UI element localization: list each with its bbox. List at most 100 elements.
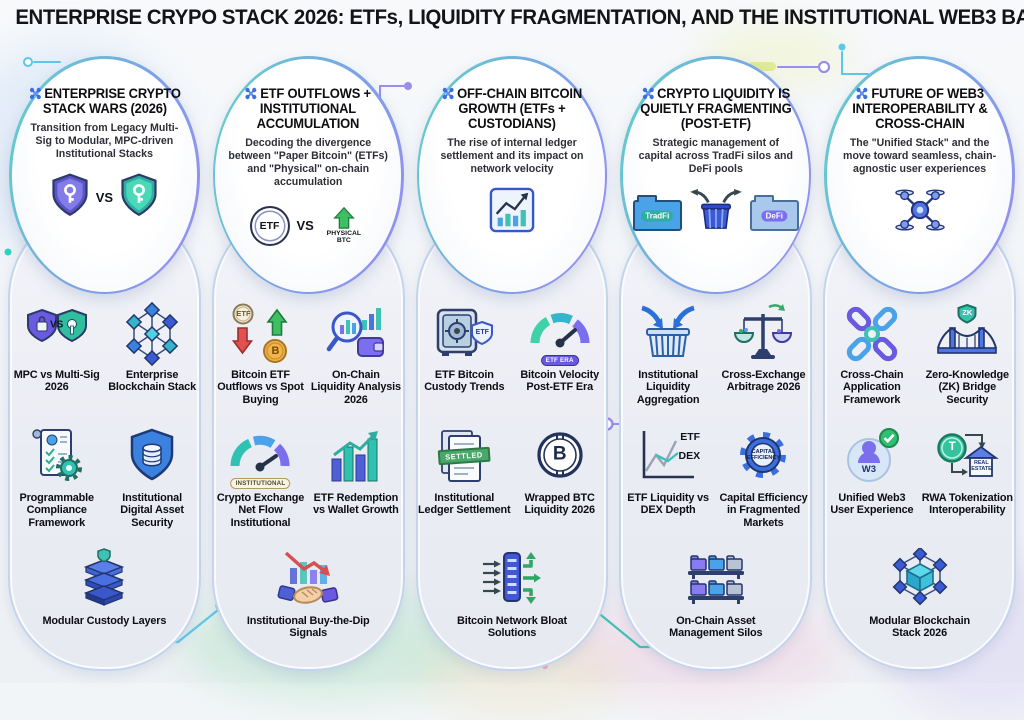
unified-stack-drone-icon xyxy=(894,185,945,240)
defi-label: DeFi xyxy=(761,210,787,222)
column-header: ENTERPRISE CRYPTO STACK WARS (2026) Tran… xyxy=(9,56,200,294)
network-bloat-icon xyxy=(480,548,544,612)
folder-silos-icon xyxy=(684,548,748,612)
vs-label: VS xyxy=(296,218,314,234)
liquidity-analysis-magnifier-icon xyxy=(324,302,388,366)
topics: Institutional Liquidity Aggregation Cros… xyxy=(621,302,810,667)
topic-tile: ETF ERA Bitcoin Velocity Post-ETF Era xyxy=(513,302,606,421)
redemption-bars-icon xyxy=(324,425,388,489)
topic-label: Bitcoin Velocity Post-ETF Era xyxy=(520,369,600,394)
topic-label: Institutional Buy-the-Dip Signals xyxy=(246,615,370,640)
topic-tile: Bitcoin Network Bloat Solutions xyxy=(418,548,607,667)
topic-tile: ETF ETF Bitcoin Custody Trends xyxy=(418,302,511,421)
topic-label: Bitcoin Network Bloat Solutions xyxy=(456,615,567,640)
topic-label: Wrapped BTC Liquidity 2026 xyxy=(524,492,595,517)
topic-tile: Programmable Compliance Framework xyxy=(10,425,103,544)
column-title-text: ETF OUTFLOWS + INSTITUTIONAL ACCUMULATIO… xyxy=(256,85,372,131)
column-subtitle: Decoding the divergence between "Paper B… xyxy=(228,136,388,188)
buy-the-dip-handshake-icon xyxy=(276,548,340,612)
topic-label: Modular Custody Layers xyxy=(42,615,167,627)
column-header: FUTURE OF WEB3 INTEROPERABILITY & CROSS-… xyxy=(824,56,1015,294)
defi-folder-icon: DeFi xyxy=(749,195,799,232)
tradfi-defi-visual: TradFi DeFi xyxy=(632,182,799,244)
topic-tile: On-Chain Liquidity Analysis 2026 xyxy=(309,302,402,421)
page-title: ENTERPRISE CRYPO STACK 2026: ETFs, LIQUI… xyxy=(15,6,1024,29)
drone-icon xyxy=(245,86,260,101)
wrapped-btc-coin-icon: B xyxy=(528,425,592,489)
topic-label: Bitcoin ETF Outflows vs Spot Buying xyxy=(217,369,304,406)
topic-label: On-Chain Asset Management Silos xyxy=(669,615,763,640)
topic-label: Institutional Ledger Settlement xyxy=(418,492,511,517)
topic-tile: Institutional Buy-the-Dip Signals xyxy=(214,548,403,667)
physical-btc-arrow-icon: PHYSICAL BTC xyxy=(321,206,367,245)
topic-tile: W3 Unified Web3 User Experience xyxy=(825,425,918,544)
topic-tile: On-Chain Asset Management Silos xyxy=(621,548,810,667)
columns: ENTERPRISE CRYPTO STACK WARS (2026) Tran… xyxy=(6,56,1018,679)
liquidity-aggregation-basket-icon xyxy=(636,302,700,366)
growth-chart-icon xyxy=(489,187,535,238)
column-title: OFF-CHAIN BITCOIN GROWTH (ETFs + CUSTODI… xyxy=(435,86,588,131)
column-3: OFF-CHAIN BITCOIN GROWTH (ETFs + CUSTODI… xyxy=(414,56,611,679)
chain-links-icon xyxy=(840,302,904,366)
topic-tile: Cross-Exchange Arbitrage 2026 xyxy=(717,302,810,421)
column-1: ENTERPRISE CRYPTO STACK WARS (2026) Tran… xyxy=(6,56,203,679)
tradfi-folder-icon: TradFi xyxy=(632,195,682,232)
zk-bridge-icon: ZK xyxy=(935,302,999,366)
topic-tile: SETTLED Institutional Ledger Settlement xyxy=(418,425,511,544)
topic-tile: Modular Custody Layers xyxy=(10,548,199,667)
topics: ETF ETF Bitcoin Custody Trends ETF ERA B… xyxy=(418,302,607,667)
topic-tile: B Wrapped BTC Liquidity 2026 xyxy=(513,425,606,544)
column-subtitle: Transition from Legacy Multi-Sig to Modu… xyxy=(30,121,179,160)
column-title-text: CRYPTO LIQUIDITY IS QUIETLY FRAGMENTING … xyxy=(640,85,792,131)
topics: Cross-Chain Application Framework ZK Zer… xyxy=(825,302,1014,667)
topic-label: Institutional Liquidity Aggregation xyxy=(636,369,700,406)
drone-visual xyxy=(894,182,945,244)
column-title-text: OFF-CHAIN BITCOIN GROWTH (ETFs + CUSTODI… xyxy=(457,85,583,131)
topic-tile: Institutional Digital Asset Security xyxy=(105,425,198,544)
modular-layers-icon xyxy=(72,548,136,612)
topic-label: Cross-Exchange Arbitrage 2026 xyxy=(721,369,806,394)
topic-label: Institutional Digital Asset Security xyxy=(120,492,184,529)
etf-coin-icon: ETF xyxy=(249,205,290,246)
topic-label: Capital Efficiency in Fragmented Markets xyxy=(719,492,808,529)
web3-user-icon: W3 xyxy=(840,425,904,489)
drone-icon xyxy=(642,86,657,101)
legacy-shield-icon xyxy=(51,173,89,222)
topic-label: Enterprise Blockchain Stack xyxy=(108,369,196,394)
topic-label: Programmable Compliance Framework xyxy=(19,492,94,529)
topic-tile: Modular Blockchain Stack 2026 xyxy=(825,548,1014,667)
column-title-text: FUTURE OF WEB3 INTEROPERABILITY & CROSS-… xyxy=(851,85,988,131)
capital-efficiency-gear-icon: CAPITAL EFFICIENCY xyxy=(731,425,795,489)
topic-label: RWA Tokenization Interoperability xyxy=(921,492,1013,517)
column-header: CRYPTO LIQUIDITY IS QUIETLY FRAGMENTING … xyxy=(620,56,812,294)
column-subtitle: Strategic management of capital across T… xyxy=(638,136,793,175)
column-title: CRYPTO LIQUIDITY IS QUIETLY FRAGMENTING … xyxy=(639,86,792,131)
arbitrage-scale-icon xyxy=(731,302,795,366)
topic-label: MPC vs Multi-Sig 2026 xyxy=(13,369,100,394)
column-title: ETF OUTFLOWS + INSTITUTIONAL ACCUMULATIO… xyxy=(231,86,384,131)
topic-tile: VS MPC vs Multi-Sig 2026 xyxy=(10,302,103,421)
topic-label: ETF Redemption vs Wallet Growth xyxy=(313,492,399,517)
column-title-text: ENTERPRISE CRYPTO STACK WARS (2026) xyxy=(42,85,181,116)
etf-vs-btc-visual: ETF VS PHYSICAL BTC xyxy=(249,195,367,257)
drone-icon xyxy=(28,86,43,101)
topic-tile: ETF Redemption vs Wallet Growth xyxy=(309,425,402,544)
mpc-shield-icon xyxy=(120,173,158,222)
capital-basket-icon xyxy=(689,189,743,236)
vs-label: VS xyxy=(95,189,114,205)
net-flow-gauge-icon: INSTITUTIONAL xyxy=(228,425,292,489)
topic-label: Unified Web3 User Experience xyxy=(830,492,914,517)
velocity-gauge-icon: ETF ERA xyxy=(528,302,592,366)
topics: VS MPC vs Multi-Sig 2026 Enterprise Bloc… xyxy=(10,302,199,667)
topic-label: On-Chain Liquidity Analysis 2026 xyxy=(310,369,401,406)
column-header: OFF-CHAIN BITCOIN GROWTH (ETFs + CUSTODI… xyxy=(416,56,608,294)
topic-tile: Institutional Liquidity Aggregation xyxy=(621,302,714,421)
mpc-vs-multisig-shields-icon: VS xyxy=(25,302,89,366)
growth-chart-visual xyxy=(489,182,535,244)
column-subtitle: The "Unified Stack" and the move toward … xyxy=(843,136,997,175)
